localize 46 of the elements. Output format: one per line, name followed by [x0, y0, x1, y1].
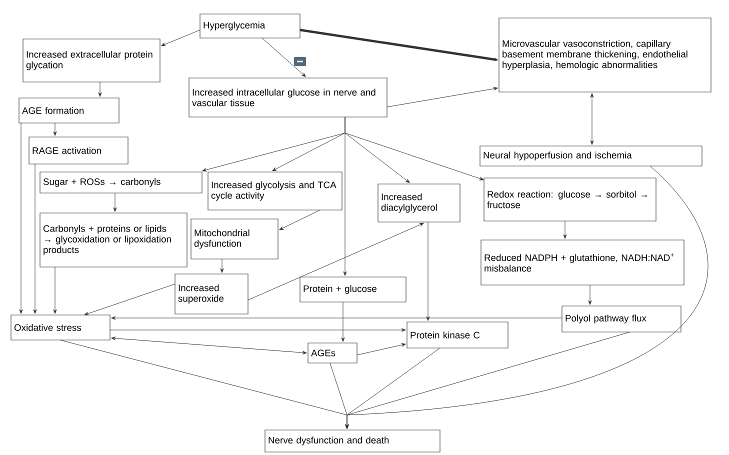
- arrow: [341, 302, 345, 342]
- process-box: Increased diacylglycerol: [378, 184, 460, 222]
- process-box: Microvascular vasoconstriction, capillary basement membrane thickening, endothelial hyperplasia, hemologic abnormalities: [498, 18, 712, 92]
- arrow: [345, 166, 708, 429]
- arrow: [53, 266, 57, 314]
- arrow: [220, 258, 224, 273]
- process-box: AGEs: [308, 342, 358, 364]
- arrow: [262, 38, 306, 78]
- arrow: [84, 284, 176, 316]
- arrow: [343, 116, 347, 276]
- arrow: [590, 93, 594, 145]
- process-box: Hyperglycemia: [200, 14, 300, 38]
- process-box: AGE formation: [18, 98, 120, 124]
- arrow: [98, 82, 102, 97]
- arrow: [426, 222, 430, 321]
- process-box: Protein + glucose: [300, 276, 406, 302]
- process-box: Reduced NADPH + glutathione, NADH:NAD$^{+}$ misbalance: [480, 240, 684, 286]
- process-box: Sugar + ROSs → carbonyls: [40, 172, 202, 194]
- process-box: Redox reaction: glucose → sorbitol → fructose: [484, 178, 656, 222]
- arrow: [113, 192, 117, 212]
- arrow: [33, 164, 37, 314]
- arrow: [53, 122, 57, 136]
- arrow: [356, 343, 406, 356]
- process-box: RAGE activation: [28, 136, 128, 164]
- process-box: Protein kinase C: [406, 322, 508, 348]
- arrow: [386, 86, 498, 108]
- arrow: [300, 28, 498, 61]
- process-box: Increased intracellular glucose in nerve and vascular tissue: [188, 78, 388, 118]
- process-box: Increased superoxide: [174, 274, 248, 314]
- arrow: [279, 210, 320, 230]
- arrow: [111, 336, 307, 355]
- arrow: [19, 122, 23, 314]
- arrow: [563, 220, 567, 239]
- arrow: [161, 30, 200, 46]
- arrow: [588, 284, 592, 305]
- process-box: Mitochondrial dysfunction: [190, 218, 278, 260]
- arrow: [111, 316, 562, 320]
- process-box: Carbonyls + proteins or lipids → glycoxidation or lipoxidation products: [40, 212, 188, 268]
- process-box: Neural hypoperfusion and ischemia: [480, 146, 702, 166]
- arrow: [110, 328, 406, 332]
- arrow: [248, 222, 424, 300]
- process-box: Increased extracellular protein glycation: [22, 38, 160, 82]
- process-box: Increased glycolysis and TCA cycle activity: [208, 172, 342, 210]
- process-box: Polyol pathway flux: [562, 306, 682, 332]
- process-box: Nerve dysfunction and death: [264, 430, 440, 452]
- process-box: Oxidative stress: [10, 314, 110, 340]
